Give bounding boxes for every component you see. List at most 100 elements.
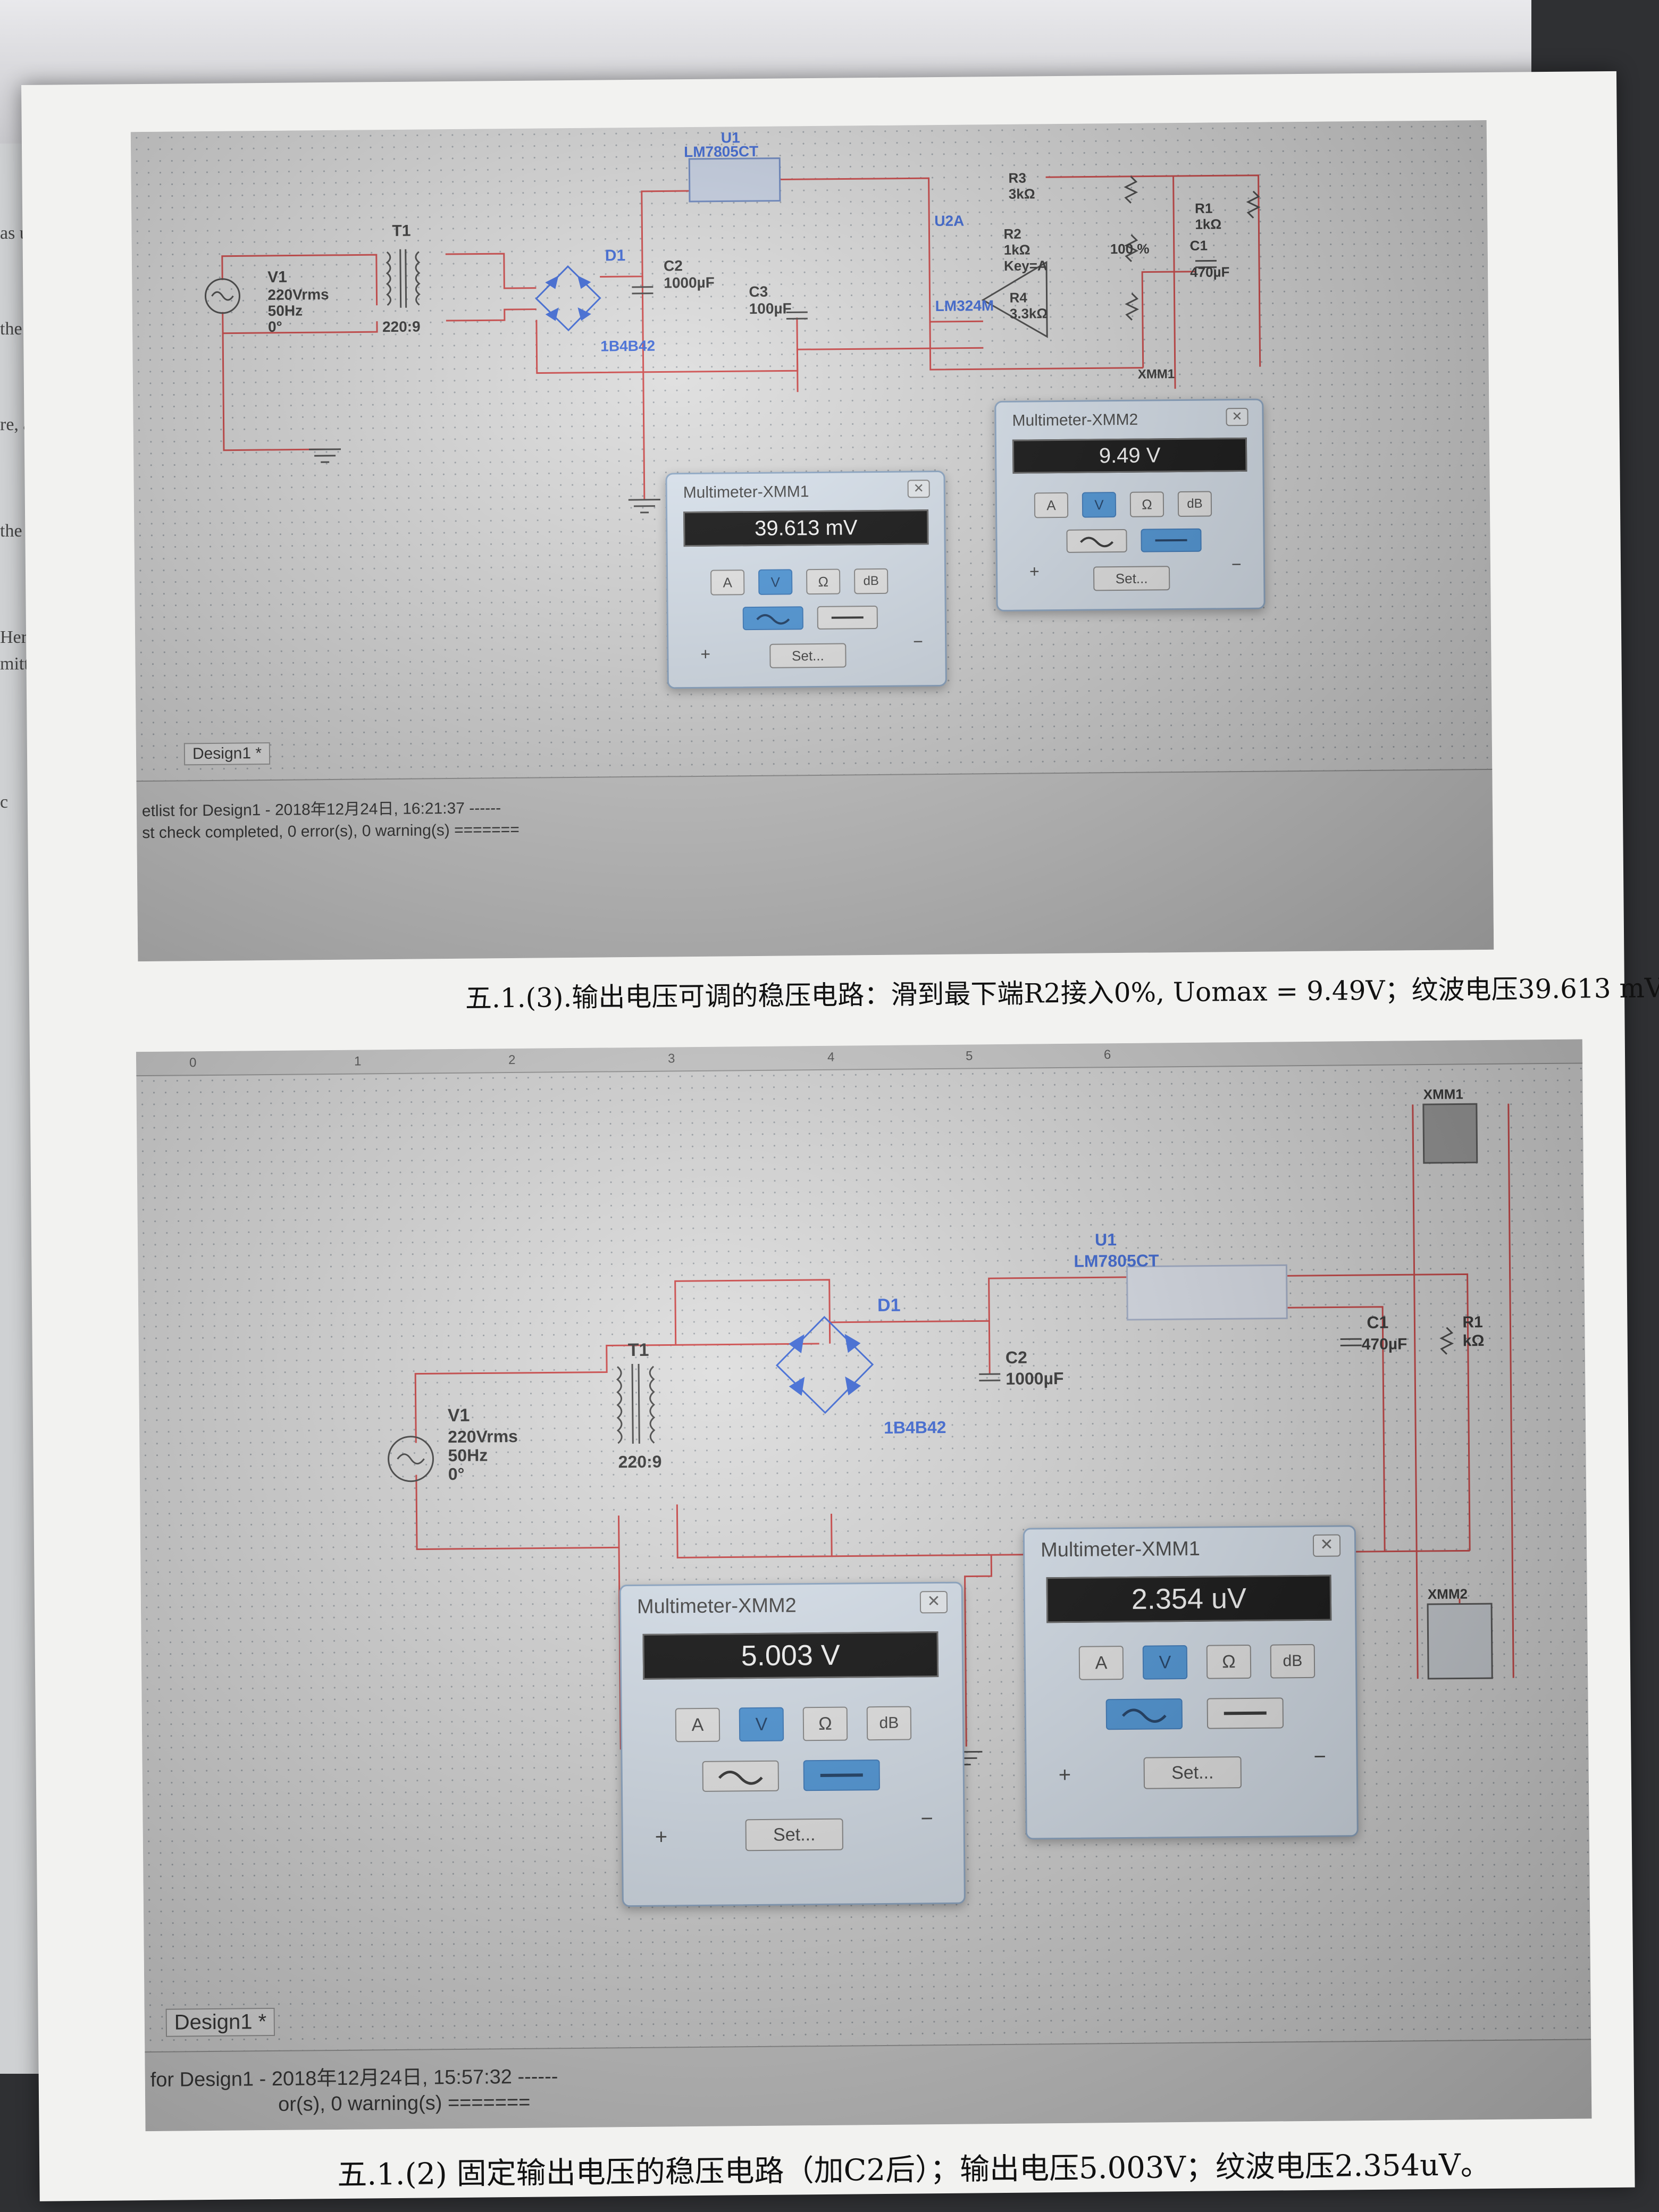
r1-value: kΩ [1463, 1332, 1485, 1350]
resistor-r1 [1439, 1327, 1454, 1355]
voltmeter-mode-button[interactable]: V [758, 569, 793, 595]
negative-terminal[interactable]: − [1231, 555, 1242, 574]
multimeter-reading: 5.003 V [642, 1631, 939, 1680]
xmm2-instrument-icon [1427, 1603, 1493, 1680]
negative-terminal[interactable]: − [1313, 1745, 1327, 1769]
capacitor-c2 [632, 286, 653, 295]
r3-value: 3kΩ [1009, 186, 1035, 202]
c3-label: C3 [749, 283, 768, 300]
dc-mode-button[interactable] [817, 605, 878, 630]
c2-label: C2 [1006, 1348, 1027, 1367]
decibel-mode-button[interactable]: dB [866, 1706, 912, 1741]
c2-label: C2 [664, 257, 683, 274]
ohmmeter-mode-button[interactable]: Ω [1206, 1644, 1252, 1679]
r4-label: R4 [1009, 290, 1027, 306]
regulator-u1 [688, 157, 781, 203]
u2a-label: U2A [934, 213, 964, 229]
r1-label: R1 [1195, 200, 1213, 216]
negative-terminal[interactable]: − [913, 632, 924, 651]
multimeter-reading: 9.49 V [1012, 437, 1247, 474]
schematic-screenshot-top: V1 220Vrms 50Hz 0° T1 220:9 D1 1B4B42 C2… [130, 120, 1494, 962]
ac-source-v1 [204, 278, 240, 314]
xmm1-label: XMM1 [1138, 367, 1175, 382]
t1-label: T1 [392, 222, 410, 240]
positive-terminal[interactable]: + [1029, 562, 1040, 581]
dc-mode-button[interactable] [1206, 1697, 1284, 1729]
multimeter-reading: 2.354 uV [1046, 1574, 1332, 1623]
negative-terminal[interactable]: − [920, 1807, 934, 1831]
v1-voltage: 220Vrms [448, 1427, 518, 1446]
ac-mode-button[interactable] [1066, 529, 1127, 553]
positive-terminal[interactable]: + [700, 644, 711, 664]
c1-label: C1 [1367, 1313, 1388, 1332]
ohmmeter-mode-button[interactable]: Ω [802, 1706, 848, 1741]
close-icon[interactable]: ✕ [1312, 1534, 1341, 1557]
capacitor-c3 [786, 311, 808, 320]
c2-value: 1000µF [1006, 1369, 1063, 1388]
r2-key: Key=A [1004, 257, 1048, 274]
positive-terminal[interactable]: + [655, 1825, 668, 1849]
c3-value: 100µF [749, 300, 792, 317]
ammeter-mode-button[interactable]: A [710, 569, 745, 596]
dc-mode-button[interactable] [803, 1759, 881, 1791]
ammeter-mode-button[interactable]: A [1034, 492, 1069, 518]
capacitor-c2 [979, 1373, 1001, 1381]
ammeter-mode-button[interactable]: A [1078, 1646, 1124, 1680]
decibel-mode-button[interactable]: dB [1270, 1644, 1316, 1679]
output-log-panel: etlist for Design1 - 2018年12月24日, 16:21:… [136, 768, 1494, 962]
book-text-fragment: c [0, 792, 9, 812]
multimeter-xmm1-window[interactable]: Multimeter-XMM1 ✕ 39.613 mV A V Ω dB Set… [665, 470, 947, 689]
caption-top: 五.1.(3).输出电压可调的稳压电路：滑到最下端R2接入0%, Uomax =… [465, 973, 1659, 1014]
output-log-panel: for Design1 - 2018年12月24日, 15:57:32 ----… [145, 2039, 1592, 2132]
multimeter-xmm1-window[interactable]: Multimeter-XMM1 ✕ 2.354 uV A V Ω dB Set.… [1023, 1525, 1359, 1840]
c1-value: 470µF [1190, 264, 1230, 280]
dc-line-icon [1155, 539, 1187, 542]
multimeter-title: Multimeter-XMM2 [1012, 410, 1138, 430]
ac-mode-button[interactable] [702, 1760, 780, 1792]
u1-part: LM7805CT [684, 143, 758, 160]
v1-phase: 0° [268, 319, 282, 335]
tab-design1[interactable]: Design1 * [165, 2007, 275, 2037]
ammeter-mode-button[interactable]: A [675, 1707, 720, 1742]
voltmeter-mode-button[interactable]: V [739, 1707, 784, 1742]
t1-ratio: 220:9 [618, 1452, 661, 1472]
v1-frequency: 50Hz [268, 302, 303, 319]
decibel-mode-button[interactable]: dB [1177, 491, 1212, 517]
dc-line-icon [831, 616, 864, 619]
d1-part: 1B4B42 [600, 338, 655, 355]
close-icon[interactable]: ✕ [1226, 407, 1249, 426]
d1-label: D1 [605, 247, 626, 264]
tab-design1[interactable]: Design1 * [183, 742, 271, 766]
close-icon[interactable]: ✕ [907, 480, 930, 498]
voltmeter-mode-button[interactable]: V [1082, 492, 1117, 518]
dc-mode-button[interactable] [1141, 528, 1202, 552]
ohmmeter-mode-button[interactable]: Ω [1129, 491, 1164, 517]
u1-label: U1 [1095, 1230, 1117, 1249]
ohmmeter-mode-button[interactable]: Ω [806, 568, 841, 595]
ac-mode-button[interactable] [742, 606, 803, 631]
ac-mode-button[interactable] [1105, 1698, 1183, 1730]
v1-voltage: 220Vrms [267, 286, 329, 303]
u2a-part: LM324M [935, 297, 994, 314]
voltmeter-mode-button[interactable]: V [1142, 1645, 1188, 1680]
set-button[interactable]: Set... [769, 643, 847, 668]
decibel-mode-button[interactable]: dB [853, 568, 889, 594]
multimeter-xmm2-window[interactable]: Multimeter-XMM2 ✕ 5.003 V A V Ω dB Set..… [619, 1581, 966, 1907]
ac-wave-icon [718, 1771, 763, 1785]
set-button[interactable]: Set... [745, 1818, 844, 1851]
positive-terminal[interactable]: + [1058, 1763, 1071, 1787]
set-button[interactable]: Set... [1093, 566, 1170, 591]
ac-wave-icon [756, 614, 790, 625]
multimeter-xmm2-window[interactable]: Multimeter-XMM2 ✕ 9.49 V A V Ω dB Set...… [994, 398, 1266, 612]
transformer-t1 [386, 249, 421, 308]
close-icon[interactable]: ✕ [919, 1590, 948, 1614]
ac-wave-icon [1121, 1708, 1167, 1723]
v1-frequency: 50Hz [448, 1445, 488, 1465]
dc-line-icon [820, 1773, 863, 1778]
r3-label: R3 [1008, 170, 1026, 186]
t1-ratio: 220:9 [382, 318, 421, 335]
schematic-circuit-bottom: V1 220Vrms 50Hz 0° T1 220:9 D1 1B4B42 C2… [388, 1086, 1514, 1766]
schematic-circuit-top: V1 220Vrms 50Hz 0° T1 220:9 D1 1B4B42 C2… [204, 129, 1261, 514]
r1-value: 1kΩ [1195, 216, 1221, 232]
set-button[interactable]: Set... [1143, 1756, 1242, 1789]
